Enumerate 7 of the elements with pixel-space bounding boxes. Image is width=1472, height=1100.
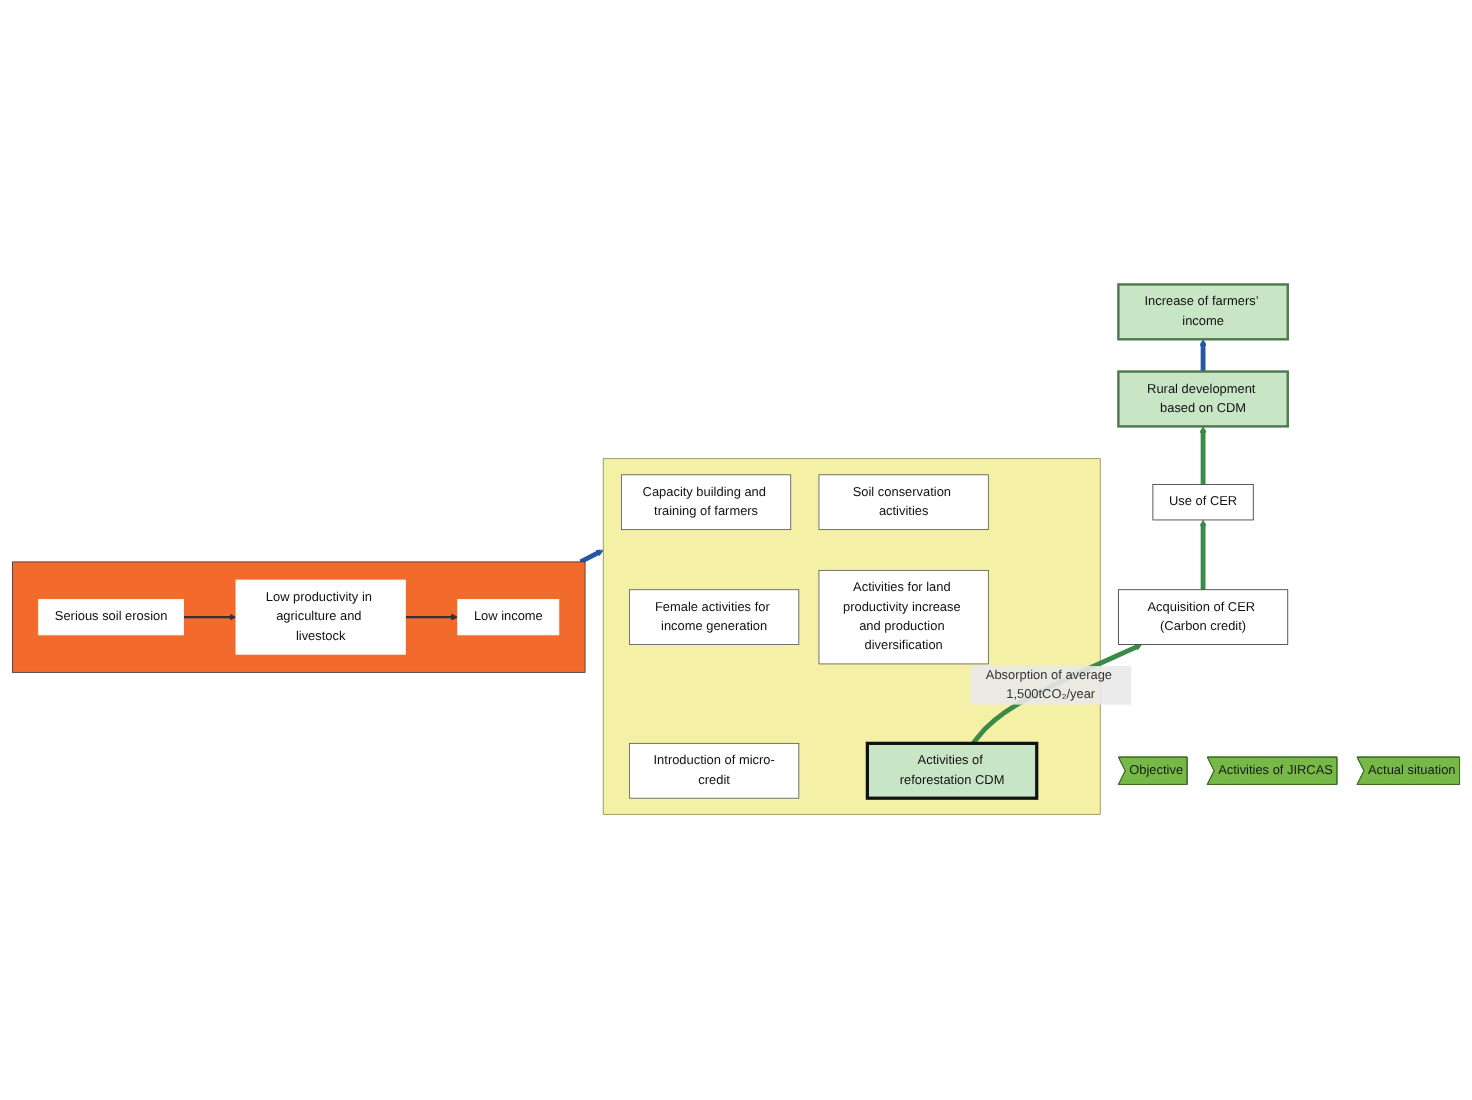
cluster: [12, 562, 586, 674]
arrow: [1199, 339, 1207, 373]
arrow: [183, 614, 237, 622]
arrow: [405, 614, 459, 622]
arrow: [579, 550, 604, 565]
arrow: [1199, 426, 1207, 486]
arrow: [1199, 520, 1207, 591]
